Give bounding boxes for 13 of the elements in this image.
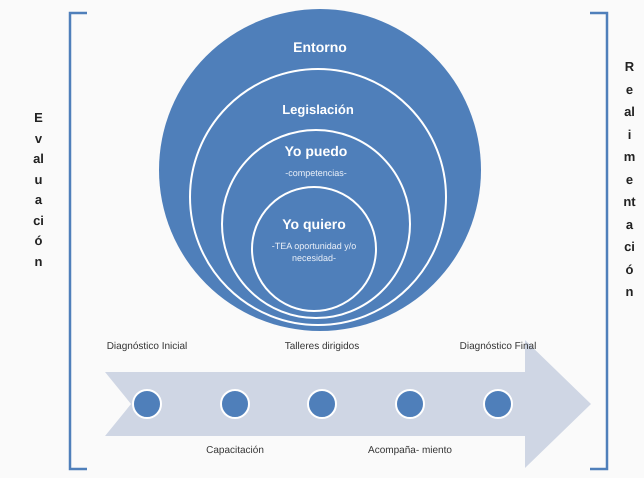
step-label: Capacitación bbox=[205, 444, 265, 457]
circle-subtitle: -TEA oportunidad y/o necesidad- bbox=[270, 240, 358, 264]
vertical-label: Evaluación bbox=[32, 109, 45, 270]
step-label: Talleres dirigidos bbox=[284, 340, 360, 353]
vertical-label: Realimentación bbox=[623, 58, 636, 301]
step-label: Diagnóstico Inicial bbox=[106, 340, 188, 353]
step-label: Acompaña- miento bbox=[367, 444, 453, 457]
circle-title: Yo quiero bbox=[281, 216, 347, 232]
circle-subtitle: -competencias- bbox=[284, 167, 348, 179]
circle-title: Legislación bbox=[281, 102, 355, 117]
circle-title: Entorno bbox=[292, 39, 348, 55]
circle-title: Yo puedo bbox=[284, 143, 348, 159]
step-label: Diagnóstico Final bbox=[458, 340, 538, 353]
